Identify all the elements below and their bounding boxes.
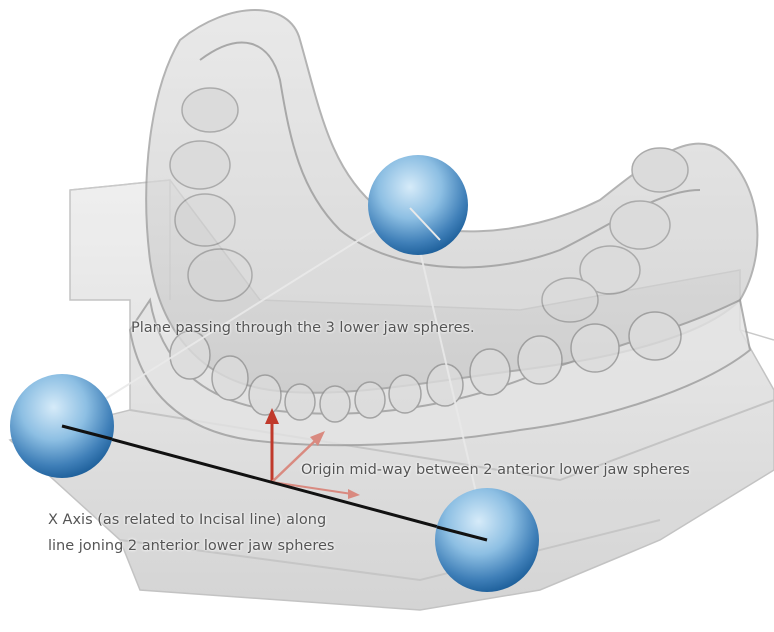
plane-label: Plane passing through the 3 lower jaw sp… — [131, 320, 475, 336]
x-axis-label-line-2: line joning 2 anterior lower jaw spheres — [48, 538, 334, 554]
origin-label: Origin mid-way between 2 anterior lower … — [301, 462, 690, 478]
posterior-sphere — [368, 155, 468, 255]
x-axis-label-line-1: X Axis (as related to Incisal line) alon… — [48, 512, 326, 528]
